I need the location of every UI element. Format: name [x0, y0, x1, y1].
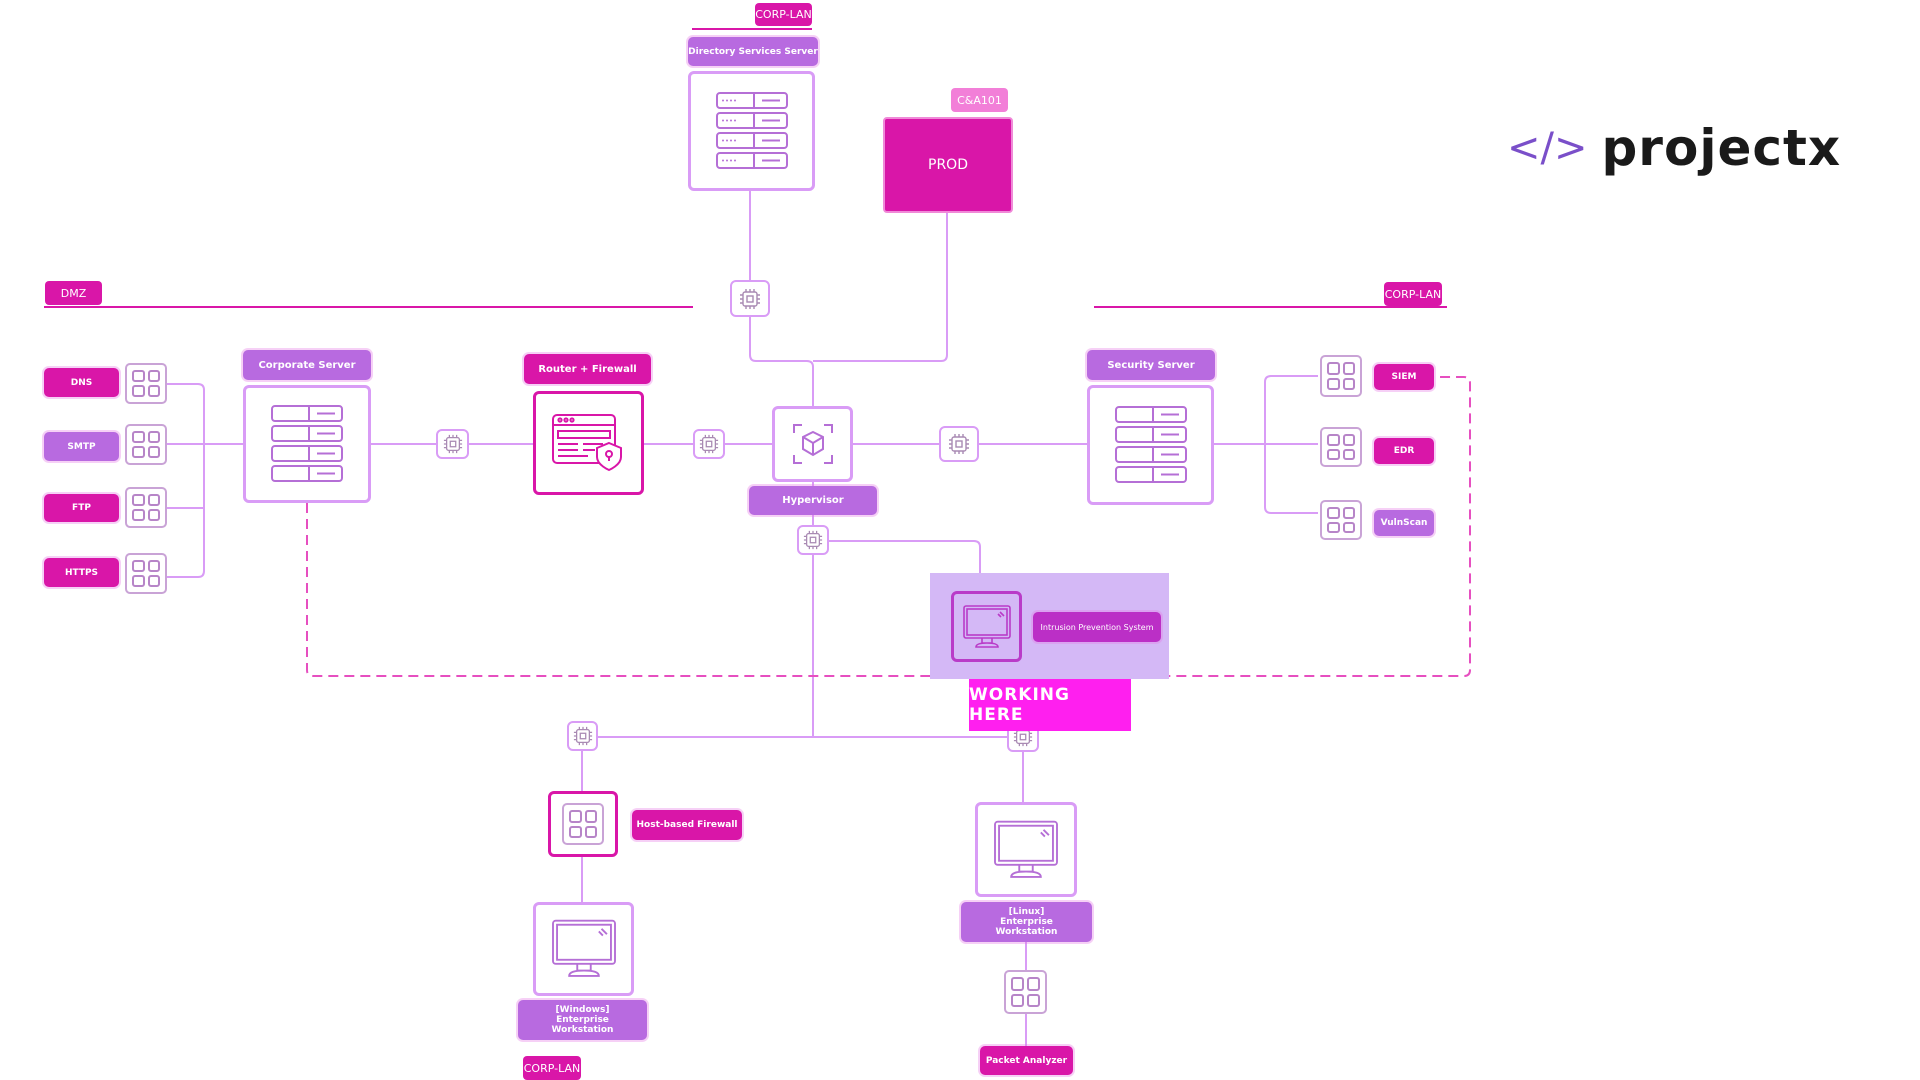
wire-to-linux [1022, 752, 1027, 1046]
tool-node-siem[interactable] [1320, 355, 1362, 397]
tool-label-siem[interactable]: SIEM [1374, 364, 1434, 390]
chip-icon-top[interactable] [730, 280, 770, 317]
chip-icon-hypervisor[interactable] [797, 525, 829, 555]
zone-tag-corp-lan-right: CORP-LAN [1384, 282, 1442, 306]
working-here-banner: WORKING HERE [969, 679, 1131, 731]
hypervisor-label: Hypervisor [749, 486, 877, 515]
chip-icon-router[interactable] [693, 429, 725, 459]
intrusion-prevention-system[interactable] [951, 591, 1022, 662]
wire-ds-to-hypervisor [749, 190, 948, 406]
ips-label: Intrusion Prevention System [1033, 612, 1161, 642]
windows-workstation[interactable] [533, 902, 634, 996]
service-node-dns[interactable] [125, 363, 167, 404]
router-firewall[interactable] [533, 391, 644, 495]
cube-icon [792, 424, 833, 464]
router-firewall-label: Router + Firewall [524, 354, 651, 384]
chip-icon [803, 530, 823, 550]
zone-tag-prod: C&A101 [951, 88, 1008, 112]
directory-services-label: Directory Services Server [688, 37, 818, 66]
windows-workstation-label: [Windows] Enterprise Workstation [518, 1000, 647, 1040]
wire-to-ips [829, 540, 981, 587]
chip-icon [699, 434, 719, 454]
corporate-server[interactable] [243, 385, 371, 503]
tool-label-edr[interactable]: EDR [1374, 438, 1434, 464]
tool-label-vulnscan[interactable]: VulnScan [1374, 510, 1434, 536]
service-node-ftp[interactable] [125, 487, 167, 528]
security-server-label: Security Server [1087, 350, 1215, 380]
monitor-icon [551, 919, 616, 977]
dashed-monitoring-link [306, 376, 1471, 677]
service-node-https[interactable] [125, 553, 167, 594]
corporate-server-label: Corporate Server [243, 350, 371, 380]
packet-analyzer-node[interactable] [1004, 970, 1047, 1014]
zone-tag-dmz: DMZ [45, 281, 102, 305]
monitor-icon [994, 820, 1058, 878]
service-node-smtp[interactable] [125, 424, 167, 465]
logo-text: projectx [1601, 119, 1842, 177]
service-label-smtp[interactable]: SMTP [44, 432, 119, 461]
chip-icon-right[interactable] [939, 426, 979, 462]
tool-node-vulnscan[interactable] [1320, 500, 1362, 540]
server-rack-icon [271, 405, 343, 482]
code-brackets-icon: </> [1507, 125, 1588, 171]
chip-icon [443, 434, 462, 454]
service-label-https[interactable]: HTTPS [44, 558, 119, 587]
zone-tag-corp-lan-bottom: CORP-LAN [523, 1056, 581, 1080]
browser-shield-icon [551, 414, 622, 472]
chip-icon-left[interactable] [436, 429, 469, 459]
projectx-logo: </> projectx [1507, 118, 1841, 178]
chip-icon-bottom-left[interactable] [567, 721, 598, 751]
chip-icon [573, 726, 592, 746]
wire-left-bus [167, 383, 243, 578]
wire-right-bus [1214, 375, 1318, 514]
hypervisor[interactable] [772, 406, 853, 482]
linux-workstation[interactable] [975, 802, 1077, 897]
chip-icon [949, 434, 969, 454]
linux-workstation-label: [Linux] Enterprise Workstation [961, 902, 1092, 942]
host-based-firewall[interactable] [548, 791, 618, 857]
packet-analyzer-label: Packet Analyzer [980, 1046, 1073, 1075]
security-server[interactable] [1087, 385, 1214, 505]
service-label-dns[interactable]: DNS [44, 368, 119, 397]
prod-environment[interactable]: PROD [883, 117, 1013, 213]
server-rack-icon [715, 92, 788, 169]
prod-label: PROD [928, 157, 968, 173]
server-rack-icon [1114, 406, 1187, 483]
monitor-icon [962, 604, 1011, 648]
service-label-ftp[interactable]: FTP [44, 494, 119, 522]
zone-tag-corp-lan-top: CORP-LAN [755, 3, 812, 26]
host-based-firewall-label: Host-based Firewall [632, 810, 742, 840]
tool-node-edr[interactable] [1320, 427, 1362, 467]
grid-icon [562, 803, 604, 845]
chip-icon [740, 288, 760, 309]
directory-services-server[interactable] [688, 71, 815, 191]
